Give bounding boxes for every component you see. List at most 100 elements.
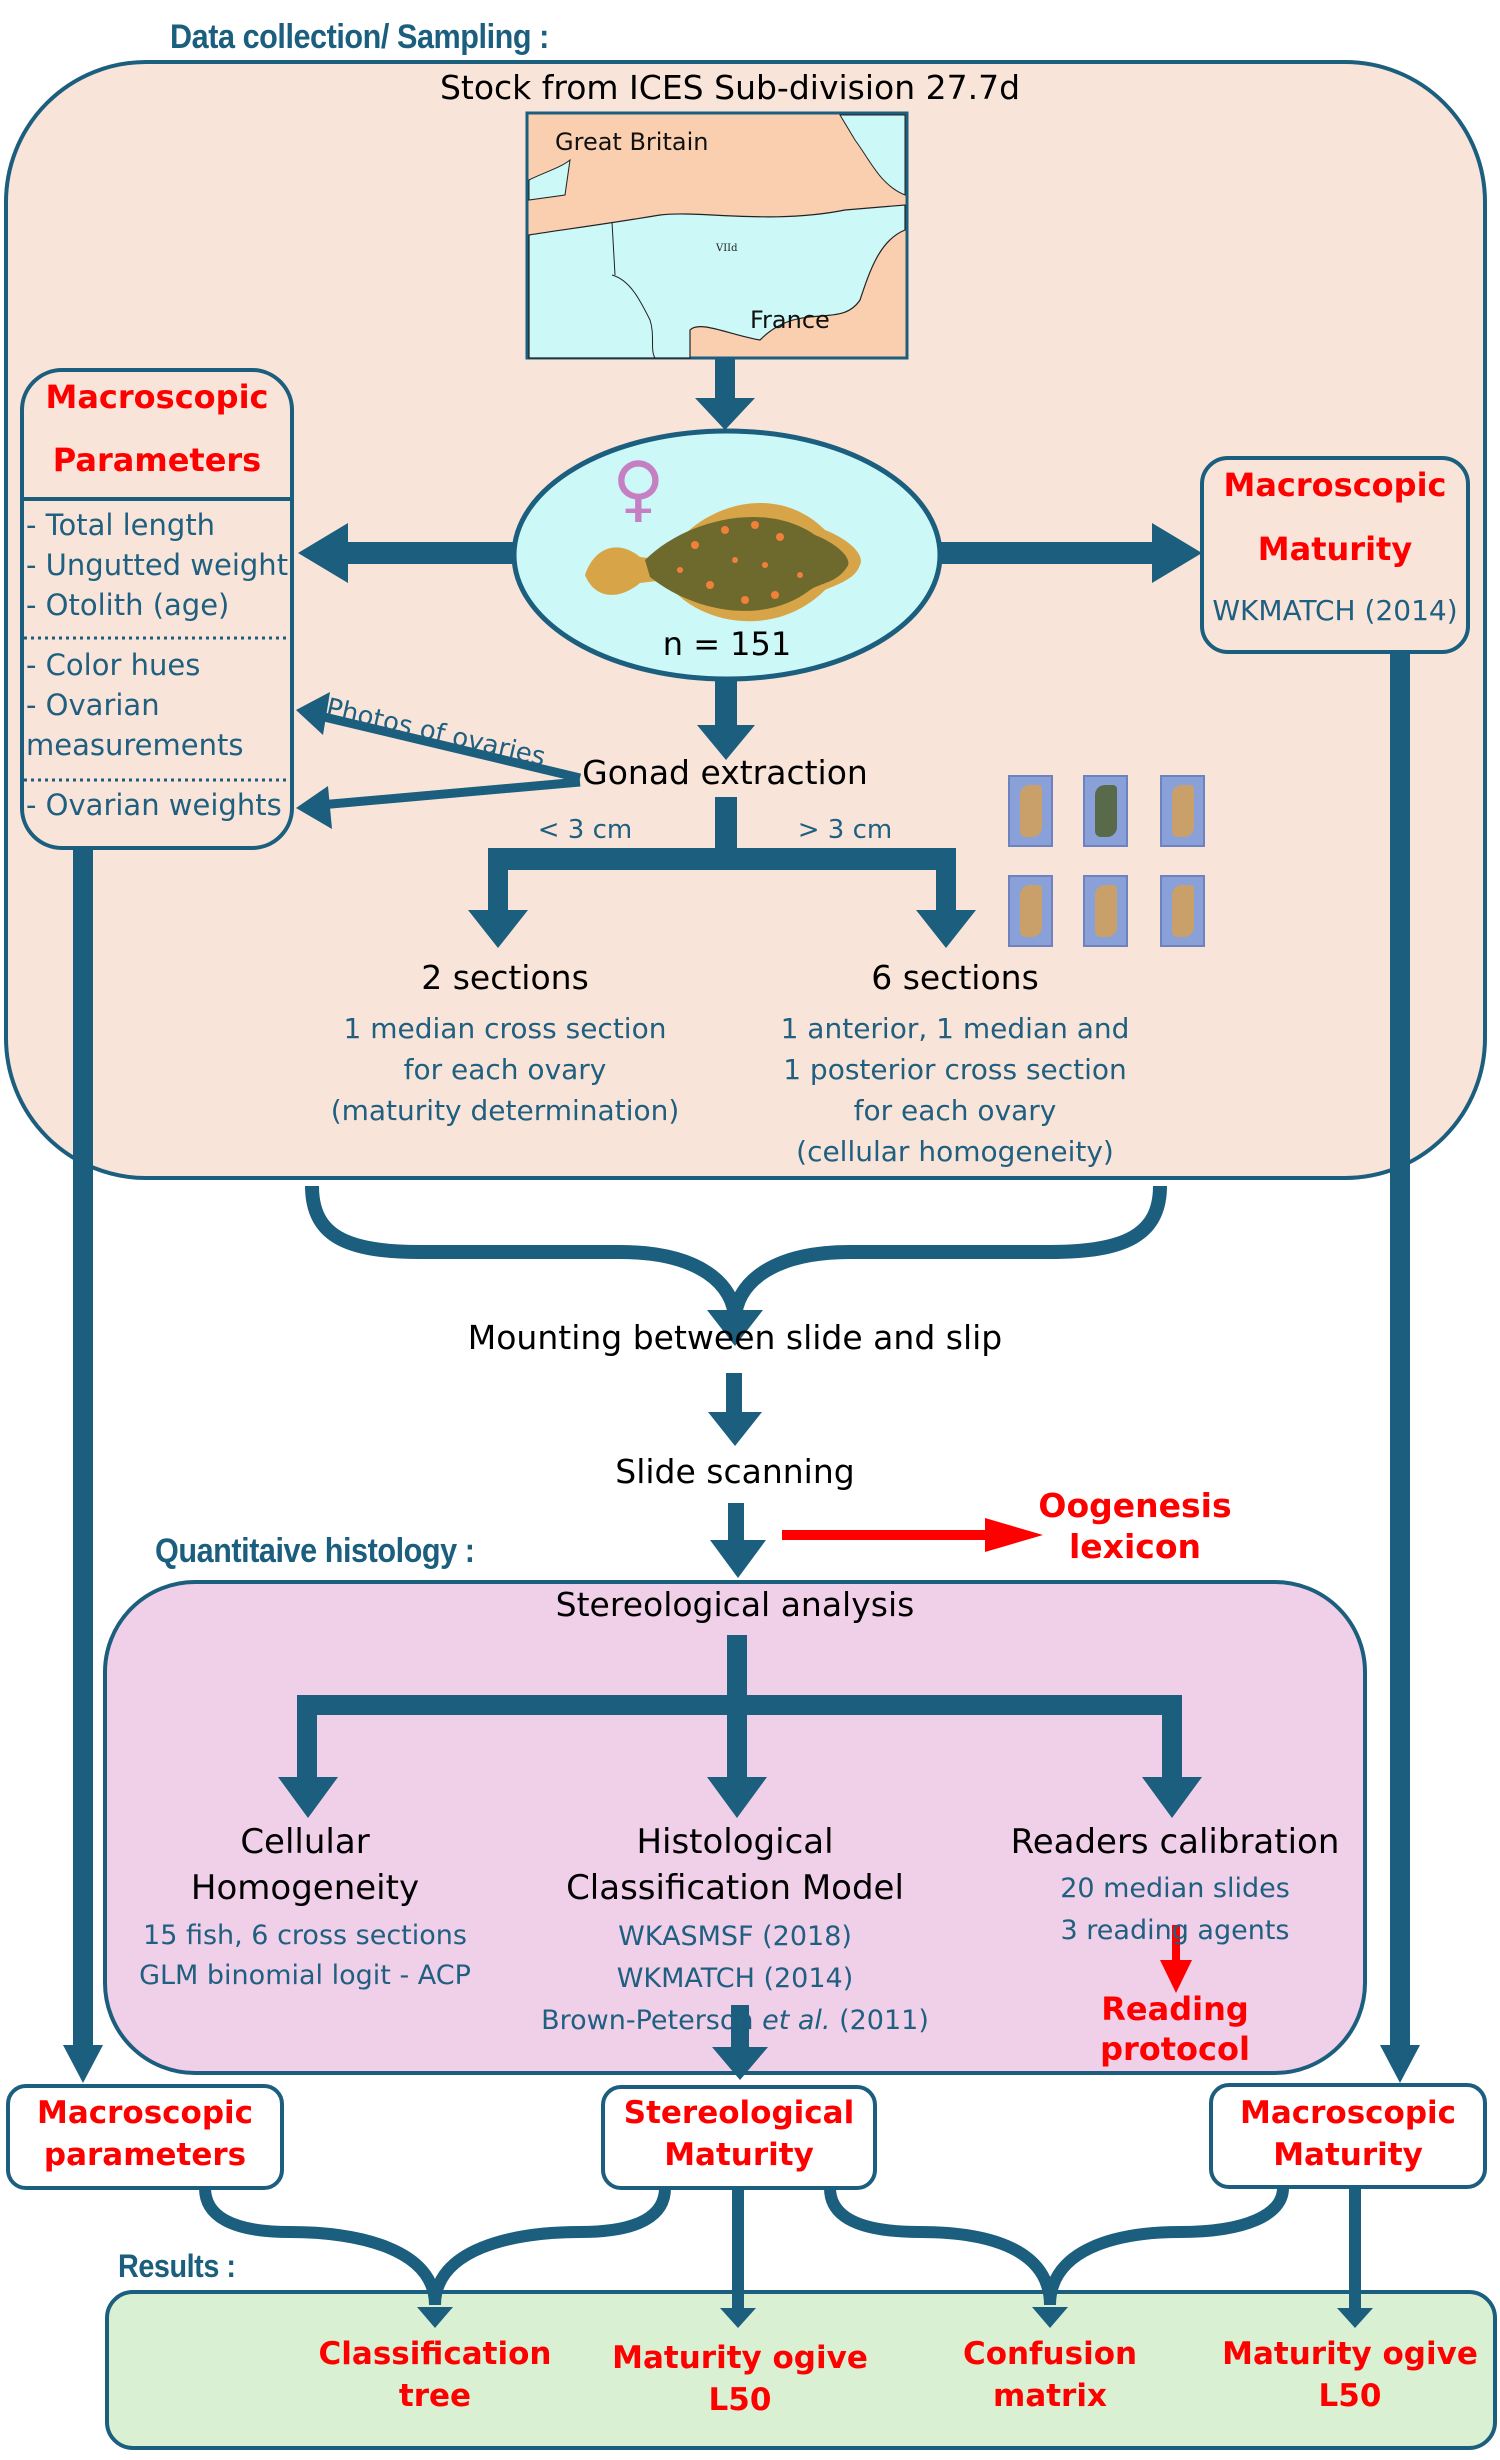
- result-line-1: Confusion: [962, 2336, 1138, 2372]
- cellular-title-1: Cellular: [240, 1822, 370, 1862]
- out-macro-maturity-line-2: Maturity: [1273, 2137, 1423, 2173]
- result-macro-maturity-ogive: Maturity ogive L50: [1200, 2333, 1500, 2417]
- six-sections-line: for each ovary: [853, 1094, 1057, 1127]
- arrow-stereo-to-ogive: [732, 2188, 744, 2313]
- result-line-1: Maturity ogive: [612, 2340, 868, 2376]
- classification-line: WKASMSF (2018): [618, 1921, 852, 1952]
- sample-size: n = 151: [662, 625, 792, 663]
- param-color-hues: - Color hues: [26, 648, 201, 682]
- result-line-2: L50: [1318, 2378, 1382, 2414]
- section-title-quantitative-histology: Quantitaive histology :: [155, 1532, 475, 1570]
- photos-arrows: [318, 711, 582, 810]
- macro-params-group-3: - Ovarian weights: [22, 785, 282, 825]
- param-ovarian: - Ovarian: [26, 688, 160, 722]
- oogenesis-lexicon-1: Oogenesis: [1038, 1486, 1232, 1525]
- condition-more-3cm: > 3 cm: [797, 815, 893, 845]
- result-line-2: matrix: [993, 2378, 1107, 2414]
- arrow-right-long-head: [1380, 2045, 1420, 2083]
- six-sections-line: 1 anterior, 1 median and: [780, 1012, 1130, 1045]
- arrow-left-long-head: [63, 2045, 103, 2083]
- out-macro-maturity-line-1: Macroscopic: [1239, 2095, 1457, 2131]
- six-sections-title: 6 sections: [871, 958, 1039, 997]
- arrow-fish-to-params: [345, 542, 515, 564]
- results-container: [105, 2290, 1497, 2450]
- split-right-leg: [936, 848, 956, 913]
- classification-title-1: Histological: [636, 1822, 834, 1862]
- macro-maturity-title-1: Macroscopic: [1223, 466, 1447, 504]
- stereo-bar: [297, 1695, 1182, 1715]
- macro-params-title-1: Macroscopic: [45, 378, 269, 416]
- two-sections-line: (maturity determination): [330, 1094, 680, 1127]
- photos-arrow-upper-head: [296, 692, 330, 735]
- readers-line: 20 median slides: [1060, 1873, 1290, 1904]
- macro-params-group-1: - Total length - Ungutted weight - Otoli…: [22, 505, 288, 625]
- arrow-to-histology-head: [710, 1540, 766, 1578]
- classification-details: WKASMSF (2018) WKMATCH (2014) Brown-Pete…: [500, 1916, 970, 2042]
- arrow-map-to-fish: [715, 358, 735, 400]
- split-left-head: [468, 910, 528, 948]
- arrow-map-to-fish-head: [695, 398, 755, 430]
- arrow-fish-to-maturity-head: [1152, 523, 1202, 583]
- out-stereo-maturity-box: [601, 2085, 877, 2190]
- out-macro-params-box: [6, 2084, 284, 2190]
- arrow-fish-to-gonad-head: [697, 725, 755, 760]
- readers-title: Readers calibration: [1010, 1822, 1340, 1862]
- stereo-left-head: [278, 1777, 338, 1818]
- out-stereo-maturity-line-1: Stereological: [623, 2095, 855, 2131]
- section-title-results: Results :: [118, 2248, 236, 2284]
- cassette-photos-image: [1000, 775, 1215, 955]
- mounting-step: Mounting between slide and slip: [467, 1318, 1003, 1357]
- stereo-right-leg: [1162, 1695, 1182, 1780]
- six-sections-details: 1 anterior, 1 median and 1 posterior cro…: [735, 1008, 1175, 1172]
- map-label-france: France: [750, 306, 830, 334]
- out-macro-params-line-2: parameters: [43, 2137, 247, 2173]
- arrow-confusion-head: [1032, 2307, 1068, 2328]
- result-line-1: Classification: [318, 2336, 552, 2372]
- result-stereo-maturity-ogive: Maturity ogive L50: [590, 2337, 890, 2421]
- citation-author: Brown-Peterson: [541, 2005, 763, 2036]
- six-sections-line: (cellular homogeneity): [796, 1135, 1114, 1168]
- citation-et-al: et al.: [762, 2005, 831, 2036]
- param-total-length: - Total length: [26, 508, 216, 542]
- female-icon: ♀: [612, 446, 665, 530]
- classification-citation: Brown-Peterson et al. (2011): [500, 2000, 970, 2042]
- arrow-reading-protocol: [1172, 1925, 1180, 1963]
- oogenesis-lexicon-2: lexicon: [1068, 1527, 1202, 1566]
- gonad-extraction-label: Gonad extraction: [582, 753, 868, 792]
- arrow-classification-head: [417, 2307, 453, 2328]
- arrow-macro-to-ogive: [1349, 2188, 1361, 2313]
- arrows: [63, 358, 1420, 2328]
- citation-year: (2011): [830, 2005, 929, 2036]
- readers-details: 20 median slides 3 reading agents: [985, 1868, 1365, 1952]
- arrow-stereo-to-ogive-head: [720, 2308, 756, 2328]
- stock-title: Stock from ICES Sub-division 27.7d: [439, 68, 1021, 107]
- two-sections-details: 1 median cross section for each ovary (m…: [290, 1008, 720, 1131]
- readers-line: 3 reading agents: [1060, 1915, 1290, 1946]
- result-line-1: Maturity ogive: [1222, 2336, 1478, 2372]
- brace-sections: [305, 1185, 1167, 1321]
- two-sections-line: 1 median cross section: [343, 1012, 667, 1045]
- photos-arrow-lower: [319, 777, 581, 810]
- cellular-line: 15 fish, 6 cross sections: [143, 1920, 467, 1951]
- stereo-center-head: [707, 1777, 767, 1818]
- out-macro-maturity-box: [1209, 2083, 1487, 2189]
- cellular-title-2: Homogeneity: [190, 1868, 420, 1908]
- param-ovarian-weights: - Ovarian weights: [26, 788, 282, 822]
- classification-title-2: Classification Model: [566, 1868, 904, 1908]
- plaice-fish-image: [585, 503, 861, 622]
- param-otolith-age: - Otolith (age): [26, 588, 230, 622]
- result-confusion-matrix: Confusion matrix: [900, 2333, 1200, 2417]
- arrow-to-scanning: [726, 1373, 742, 1415]
- macro-maturity-reference: WKMATCH (2014): [1212, 594, 1458, 627]
- result-line-2: L50: [708, 2382, 772, 2418]
- macro-params-title-2: Parameters: [52, 441, 262, 479]
- two-sections-title: 2 sections: [421, 958, 589, 997]
- map-label-viid: VIId: [716, 243, 738, 254]
- result-classification-tree: Classification tree: [285, 2333, 585, 2417]
- reading-protocol-1: Reading: [1101, 1990, 1249, 2028]
- macro-maturity-box: [1200, 456, 1470, 654]
- map-graphic: [525, 111, 909, 360]
- condition-less-3cm: < 3 cm: [537, 815, 633, 845]
- brace-classification: [199, 2187, 671, 2306]
